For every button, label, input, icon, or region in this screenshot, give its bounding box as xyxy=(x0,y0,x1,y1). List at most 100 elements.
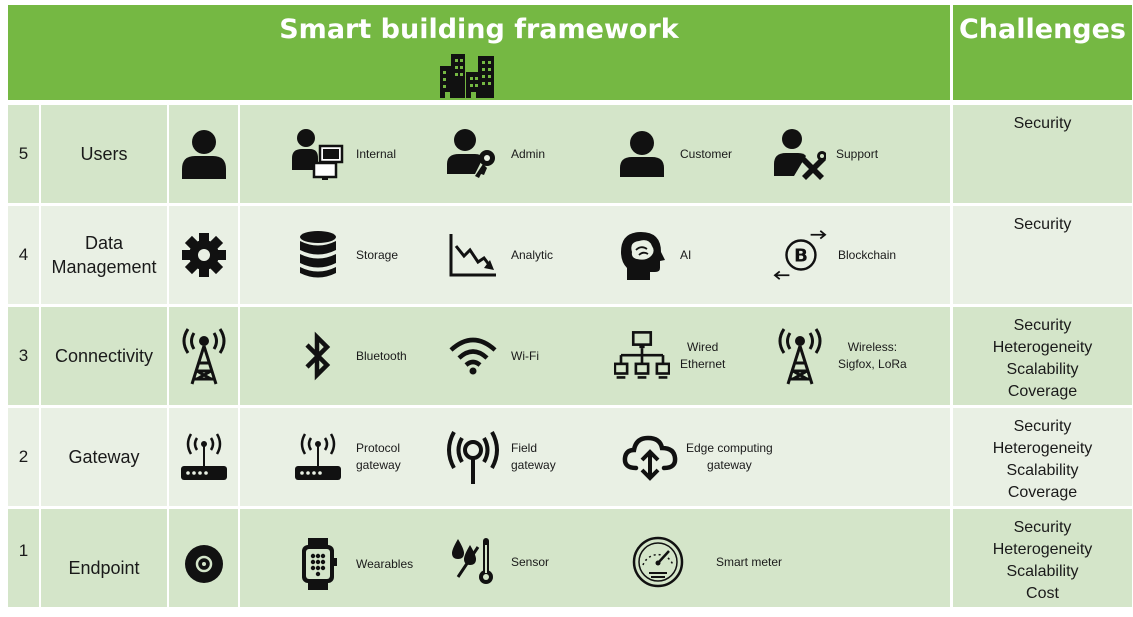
item-customer: Customer xyxy=(614,105,732,203)
item-label: Field gateway xyxy=(511,441,556,472)
challenge: Scalability xyxy=(1006,563,1079,580)
customer-icon xyxy=(614,126,670,182)
item-label: Smart meter xyxy=(716,554,783,569)
item-label: Bluetooth xyxy=(356,348,407,363)
item-label: AI xyxy=(680,247,692,262)
challenge: Security xyxy=(1013,317,1072,334)
gauge-icon xyxy=(630,534,686,590)
challenge: Heterogeneity xyxy=(992,440,1093,457)
challenge: Coverage xyxy=(1007,383,1078,400)
challenges-cell: Security Heterogeneity Scalability Cost xyxy=(953,517,1132,605)
item-label: Wired Ethernet xyxy=(680,340,726,371)
item-wearables: Wearables xyxy=(290,515,413,613)
item-storage: Storage xyxy=(290,206,398,304)
item-protocol-gateway: Protocol gateway xyxy=(290,408,401,506)
challenge: Coverage xyxy=(1007,484,1078,501)
item-label: Admin xyxy=(511,146,546,161)
disc-icon xyxy=(169,515,238,613)
item-analytic: Analytic xyxy=(445,206,553,304)
wifi-icon xyxy=(445,328,501,384)
router-icon xyxy=(169,408,238,506)
challenge: Heterogeneity xyxy=(992,339,1093,356)
database-icon xyxy=(290,227,346,283)
challenges-title: Challenges xyxy=(958,14,1126,45)
layer-number: 2 xyxy=(18,447,29,466)
person-icon xyxy=(169,105,238,203)
item-label: Blockchain xyxy=(838,247,897,262)
layer-row-users: 5 Users Internal Admin Customer Support … xyxy=(8,105,1132,203)
svg-text:B: B xyxy=(794,246,808,267)
layer-name: Connectivity xyxy=(54,346,154,366)
item-label: Support xyxy=(836,146,879,161)
item-label: Storage xyxy=(356,247,399,262)
smartwatch-icon xyxy=(290,536,346,592)
challenge: Cost xyxy=(1026,585,1059,602)
item-sensor: Sensor xyxy=(445,513,549,611)
challenges-cell: Security Heterogeneity Scalability Cover… xyxy=(953,315,1132,403)
layer-row-endpoint: 1 Endpoint Wearables Sensor xyxy=(8,509,1132,607)
bluetooth-icon xyxy=(290,328,346,384)
item-label: Edge computing gateway xyxy=(686,441,773,472)
item-ai: AI xyxy=(614,206,691,304)
layer-name: Users xyxy=(80,144,128,164)
layer-name: Gateway xyxy=(68,447,140,467)
layer-row-gateway: 2 Gateway Protocol gateway Field gateway xyxy=(8,408,1132,506)
item-blockchain: B Blockchain xyxy=(772,206,896,304)
item-bluetooth: Bluetooth xyxy=(290,307,407,405)
item-wired-ethernet: Wired Ethernet xyxy=(614,307,725,405)
layer-name: Endpoint xyxy=(68,558,140,578)
layer-number: 3 xyxy=(18,346,29,365)
item-label: Sensor xyxy=(511,554,550,569)
challenge: Heterogeneity xyxy=(992,541,1093,558)
item-smart-meter: Smart meter xyxy=(630,513,782,611)
layer-row-connectivity: 3 Connectivity Bluetooth Wi-Fi Wired Eth… xyxy=(8,307,1132,405)
framework-header: Smart building framework xyxy=(8,5,950,100)
item-wifi: Wi-Fi xyxy=(445,307,539,405)
challenge: Security xyxy=(1013,216,1072,233)
challenge: Security xyxy=(1013,519,1072,536)
item-edge-computing-gateway: Edge computing gateway xyxy=(622,408,773,506)
item-label: Protocol gateway xyxy=(356,441,401,472)
item-admin: Admin xyxy=(445,105,545,203)
building-icon xyxy=(438,52,496,98)
analytics-chart-icon xyxy=(445,227,501,283)
layer-row-data-management: 4 Data Management Storage Analytic AI xyxy=(8,206,1132,304)
challenges-cell: Security Heterogeneity Scalability Cover… xyxy=(953,416,1132,504)
challenge: Security xyxy=(1013,115,1072,132)
item-label: Wireless: Sigfox, LoRa xyxy=(838,340,907,371)
thermometer-drop-icon xyxy=(445,534,501,590)
layer-number: 4 xyxy=(18,245,29,264)
network-icon xyxy=(614,328,670,384)
challenges-header: Challenges xyxy=(953,5,1132,100)
layer-number: 5 xyxy=(18,144,29,163)
item-label: Customer xyxy=(680,146,733,161)
antenna-tower-icon xyxy=(772,328,828,385)
signal-icon xyxy=(445,429,501,485)
router-icon xyxy=(290,429,346,485)
item-support: Support xyxy=(770,105,878,203)
challenge: Security xyxy=(1013,418,1072,435)
item-label: Wi-Fi xyxy=(511,348,539,363)
challenge: Scalability xyxy=(1006,361,1079,378)
challenge: Scalability xyxy=(1006,462,1079,479)
item-wireless: Wireless: Sigfox, LoRa xyxy=(772,307,907,405)
framework-title: Smart building framework xyxy=(279,14,679,45)
item-label: Analytic xyxy=(511,247,554,262)
admin-key-icon xyxy=(445,126,501,182)
cloud-icon xyxy=(622,429,678,485)
header: Smart building framework xyxy=(8,5,1132,100)
layer-number: 1 xyxy=(18,541,29,560)
item-internal: Internal xyxy=(290,105,396,203)
brain-head-icon xyxy=(614,227,670,283)
gear-icon xyxy=(169,206,238,304)
layer-name: Data Management xyxy=(51,233,157,277)
item-label: Wearables xyxy=(356,556,414,571)
item-label: Internal xyxy=(356,146,397,161)
challenges-cell: Security xyxy=(953,113,1132,135)
support-tools-icon xyxy=(770,126,826,182)
challenges-cell: Security xyxy=(953,214,1132,236)
internal-user-computer-icon xyxy=(290,126,346,182)
bitcoin-icon: B xyxy=(772,227,828,283)
item-field-gateway: Field gateway xyxy=(445,408,556,506)
antenna-tower-icon xyxy=(169,307,238,405)
